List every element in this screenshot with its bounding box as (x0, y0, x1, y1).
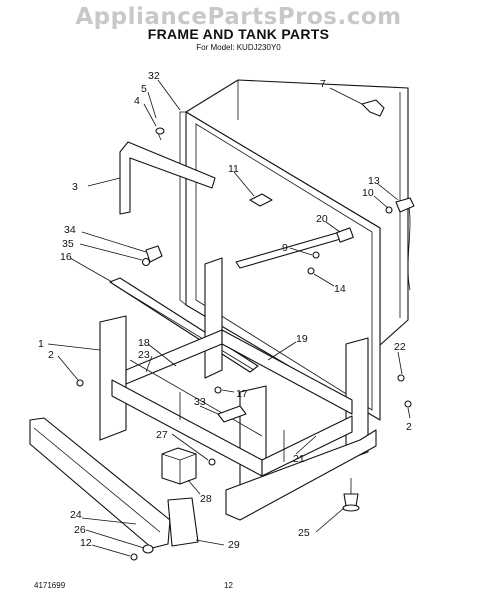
screw-part-9 (312, 251, 320, 259)
hinge-part-7 (361, 99, 385, 117)
callout-10: 10 (362, 187, 374, 199)
base-frame (99, 257, 377, 521)
screw-part-17 (214, 386, 222, 394)
callout-35: 35 (62, 238, 74, 250)
model-label: For Model: KUDJ230Y0 (196, 43, 281, 52)
clip-part-11 (249, 193, 273, 207)
screw-part-4 (155, 127, 165, 141)
callout-27: 27 (156, 429, 168, 441)
screw-part-2-right (404, 400, 412, 408)
callout-9: 9 (282, 242, 288, 254)
callout-12: 12 (80, 537, 92, 549)
bracket-part-13 (395, 197, 415, 213)
callout-19: 19 (296, 333, 308, 345)
toe-panel-part-24 (29, 417, 171, 549)
callout-32: 32 (148, 70, 160, 82)
leveling-leg-part-25 (342, 478, 360, 512)
callout-labels: 32 5 4 7 3 11 13 10 20 9 34 35 16 14 1 2… (38, 70, 412, 551)
callout-24: 24 (70, 509, 82, 521)
screw-part-2-left (76, 379, 84, 387)
callout-23: 23 (138, 349, 150, 361)
document-number: 4171699 (34, 581, 66, 590)
screw-part-12 (130, 553, 138, 561)
callout-26: 26 (74, 524, 86, 536)
callout-21: 21 (293, 453, 305, 465)
leader-lines (47, 79, 411, 557)
callout-5: 5 (141, 83, 147, 95)
screw-part-27 (208, 458, 216, 466)
callout-25: 25 (298, 527, 310, 539)
washer-part-26 (142, 544, 154, 554)
callout-3: 3 (72, 181, 78, 193)
tank (179, 79, 411, 421)
bracket-part-33 (217, 405, 247, 423)
callout-20: 20 (316, 213, 328, 225)
rail-part-3 (119, 141, 216, 215)
callout-11: 11 (228, 163, 239, 175)
callout-2-left: 2 (48, 349, 54, 361)
callout-17: 17 (236, 388, 248, 400)
callout-28: 28 (200, 493, 212, 505)
insulation-part-29 (167, 497, 199, 547)
callout-13: 13 (368, 175, 380, 187)
screw-part-10 (385, 206, 393, 214)
watermark: AppliancePartsPros.com (75, 4, 402, 30)
callout-22: 22 (394, 341, 406, 353)
callout-4: 4 (134, 95, 140, 107)
callout-33: 33 (194, 396, 206, 408)
screw-part-14 (307, 267, 315, 275)
callout-29: 29 (228, 539, 240, 551)
callout-1: 1 (38, 338, 44, 350)
callout-2-right: 2 (406, 421, 412, 433)
page-number: 12 (224, 581, 233, 590)
clamp-part-20 (336, 227, 354, 243)
page-title: FRAME AND TANK PARTS (147, 26, 330, 42)
callout-16: 16 (60, 251, 72, 263)
valve-part-34 (145, 245, 163, 263)
callout-34: 34 (64, 224, 76, 236)
callout-7: 7 (320, 78, 326, 90)
callout-14: 14 (334, 283, 346, 295)
callout-18: 18 (138, 337, 150, 349)
module-part-28 (161, 447, 197, 485)
screw-part-22 (397, 374, 405, 382)
nut-part-35 (141, 257, 151, 267)
